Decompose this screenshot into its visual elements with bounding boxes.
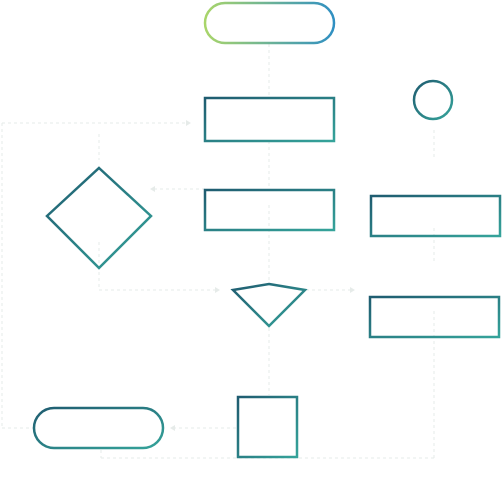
decision-diamond-center [230, 282, 308, 328]
connector-arrowheads [150, 120, 355, 431]
arrowhead [350, 287, 355, 293]
decision-diamond-left [45, 166, 153, 270]
arrowhead [170, 425, 175, 431]
process-box-2 [203, 188, 336, 232]
arrowhead [186, 120, 191, 126]
start-terminator [203, 1, 336, 45]
connector-circle [412, 79, 454, 121]
process-box-right-1 [369, 194, 502, 238]
process-box-1 [203, 96, 336, 143]
process-box-small [236, 395, 299, 459]
end-terminator [32, 406, 165, 450]
arrowhead [150, 186, 155, 192]
arrowhead [215, 287, 220, 293]
connector-lines [1, 44, 435, 459]
process-box-right-2 [368, 295, 501, 339]
